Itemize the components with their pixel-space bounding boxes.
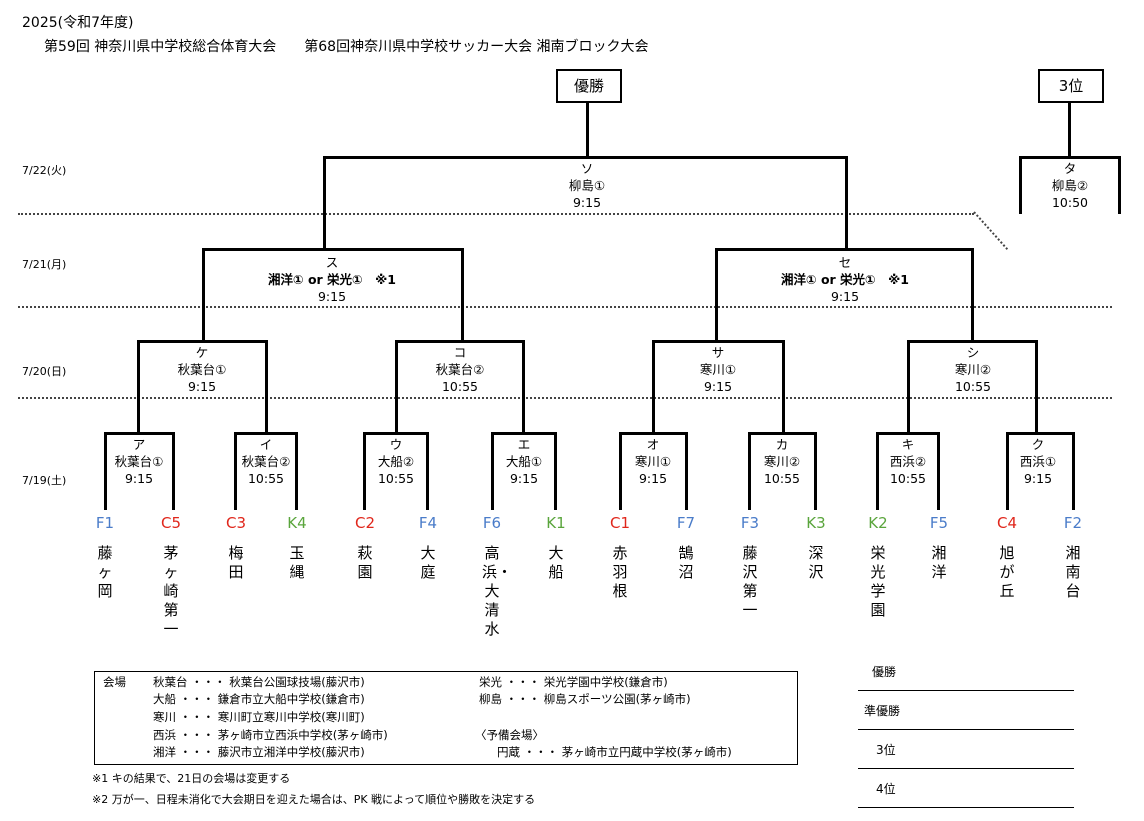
team-name: 梅田 xyxy=(228,544,244,581)
team-name: 鵠沼 xyxy=(678,544,694,581)
reserve-venue-row: 円蔵 ・・・ 茅ヶ崎市立円蔵中学校(茅ヶ崎市) xyxy=(497,745,732,759)
team-name: 湘洋 xyxy=(931,544,947,581)
date-0720: 7/20(日) xyxy=(22,365,67,378)
team-name: 赤羽根 xyxy=(612,544,628,600)
date-0722: 7/22(火) xyxy=(22,164,67,177)
venue-row: 西浜 ・・・ 茅ヶ崎市立西浜中学校(茅ヶ崎市) xyxy=(153,728,388,742)
team-code: F3 xyxy=(740,514,760,532)
team-code: K2 xyxy=(868,514,888,532)
team-code: F4 xyxy=(418,514,438,532)
result-champion: 優勝 xyxy=(858,652,1074,691)
day-separator xyxy=(18,306,1112,308)
result-runner-up: 準優勝 xyxy=(858,691,1074,730)
team-code: F5 xyxy=(929,514,949,532)
team-code: C5 xyxy=(160,514,182,532)
venue-row: 湘洋 ・・・ 藤沢市立湘洋中学校(藤沢市) xyxy=(153,745,365,759)
note-1: ※1 キの結果で、21日の会場は変更する xyxy=(92,772,291,785)
third-place-box: 3位 xyxy=(1038,69,1104,103)
champion-box: 優勝 xyxy=(556,69,622,103)
team-code: F1 xyxy=(95,514,115,532)
team-code: F7 xyxy=(676,514,696,532)
venue-row: 大船 ・・・ 鎌倉市立大船中学校(鎌倉市) xyxy=(153,692,365,706)
result-third: 3位 xyxy=(858,730,1074,769)
team-name: 大庭 xyxy=(420,544,436,581)
day-separator-diagonal xyxy=(973,211,1009,251)
team-name: 藤沢第一 xyxy=(742,544,758,619)
team-code: K3 xyxy=(806,514,826,532)
venue-row: 寒川 ・・・ 寒川町立寒川中学校(寒川町) xyxy=(153,710,365,724)
note-2: ※2 万が一、日程未消化で大会期日を迎えた場合は、PK 戦によって順位や勝敗を決… xyxy=(92,793,536,806)
venue-legend-title: 会場 xyxy=(103,675,126,689)
team-name: 栄光学園 xyxy=(870,544,886,619)
team-code: C2 xyxy=(354,514,376,532)
team-code: C1 xyxy=(609,514,631,532)
team-name: 高浜・大清水 xyxy=(482,544,513,638)
year-label: 2025(令和7年度) xyxy=(22,15,134,31)
team-name: 湘南台 xyxy=(1065,544,1081,600)
venue-row: 秋葉台 ・・・ 秋葉台公園球技場(藤沢市) xyxy=(153,675,365,689)
team-code: K1 xyxy=(546,514,566,532)
day-separator xyxy=(18,397,1112,399)
team-name: 萩園 xyxy=(357,544,373,581)
venue-row: 柳島 ・・・ 柳島スポーツ公園(茅ヶ崎市) xyxy=(479,692,691,706)
team-code: F2 xyxy=(1063,514,1083,532)
date-0719: 7/19(土) xyxy=(22,474,67,487)
team-code: C3 xyxy=(225,514,247,532)
venue-legend: 会場 秋葉台 ・・・ 秋葉台公園球技場(藤沢市) 大船 ・・・ 鎌倉市立大船中学… xyxy=(94,671,798,765)
team-name: 茅ヶ崎第一 xyxy=(163,544,179,638)
team-name: 藤ヶ岡 xyxy=(97,544,113,600)
team-name: 旭が丘 xyxy=(999,544,1015,600)
reserve-venue-title: 〈予備会場〉 xyxy=(475,728,544,742)
day-separator xyxy=(18,213,974,215)
tournament-title: 第59回 神奈川県中学校総合体育大会 第68回神奈川県中学校サッカー大会 湘南ブ… xyxy=(44,39,649,55)
team-name: 深沢 xyxy=(808,544,824,581)
team-code: K4 xyxy=(287,514,307,532)
result-fourth: 4位 xyxy=(858,769,1074,808)
team-name: 玉縄 xyxy=(289,544,305,581)
team-code: F6 xyxy=(482,514,502,532)
venue-row: 栄光 ・・・ 栄光学園中学校(鎌倉市) xyxy=(479,675,668,689)
date-0721: 7/21(月) xyxy=(22,258,67,271)
results-table: 優勝 準優勝 3位 4位 xyxy=(858,652,1074,808)
team-name: 大船 xyxy=(548,544,564,581)
team-code: C4 xyxy=(996,514,1018,532)
